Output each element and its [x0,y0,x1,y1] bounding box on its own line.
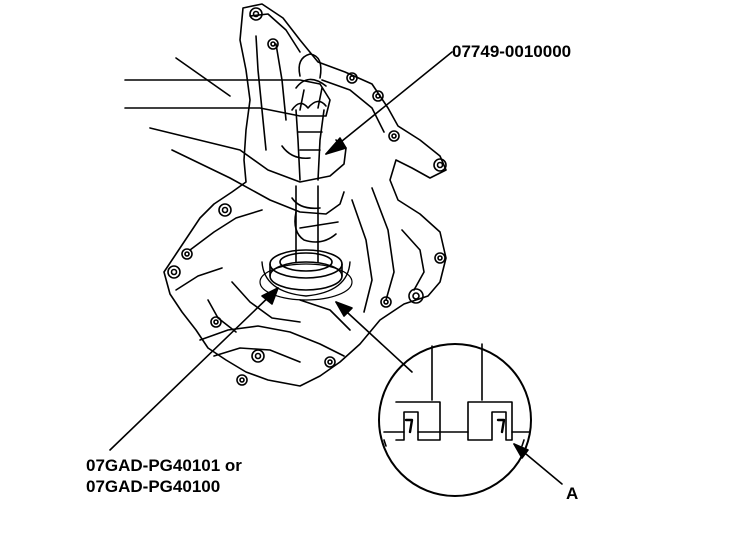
seal-attachment-tool [259,249,353,301]
driver-handle-tool [291,53,327,263]
detail-callout-label: A [566,484,579,503]
transmission-case [163,3,447,387]
driver-part-number-label: 07749-0010000 [452,42,572,61]
hand-and-hammer [124,57,347,243]
attachment-alt-part-number-label: 07GAD-PG40100 [86,477,221,496]
attachment-part-number-label: 07GAD-PG40101 or [86,456,242,475]
detail-inset-circle [378,343,563,497]
leader-lines [109,51,453,451]
